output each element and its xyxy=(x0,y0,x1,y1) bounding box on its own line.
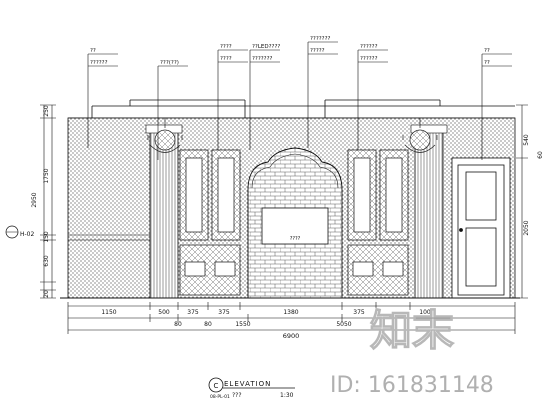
callout-text: ?? xyxy=(484,48,490,54)
view-ref: 08-PL-01 xyxy=(210,394,230,400)
dimension-label: 375 xyxy=(218,309,230,316)
dimension-label: 20 xyxy=(43,290,50,298)
right-panel-group xyxy=(347,149,409,296)
tv-label: ???? xyxy=(290,236,301,242)
left-column xyxy=(145,124,183,299)
view-subtitle: ??? xyxy=(232,392,242,399)
callout-text: ?????? xyxy=(360,44,378,50)
tv-screen xyxy=(261,207,329,245)
callout-text: ??????? xyxy=(252,56,273,62)
section-marker-left: H-02 xyxy=(5,225,34,239)
section-marker-label: H-02 xyxy=(20,231,34,238)
watermark: 知末 ID: 161831148 xyxy=(330,305,494,398)
dimensions-left-labels: 250 1750 2950 150 630 20 xyxy=(31,105,50,298)
dimension-label: 375 xyxy=(353,309,365,316)
dimension-label: 80 xyxy=(174,321,182,328)
dimension-label: 1550 xyxy=(235,321,250,328)
left-panel-group xyxy=(179,149,241,296)
dimension-label: 1150 xyxy=(101,309,116,316)
callout-text: ?????? xyxy=(90,60,108,66)
callout-text: ??????? xyxy=(310,36,331,42)
dimensions-right xyxy=(516,104,528,299)
dimension-label: 5050 xyxy=(336,321,351,328)
dimensions-right-labels: 540 60 2050 xyxy=(523,134,544,236)
dimension-total: 6900 xyxy=(283,332,300,340)
callout-text: ??LED???? xyxy=(252,44,280,50)
dimension-label: 540 xyxy=(523,134,530,146)
wainscot xyxy=(68,234,150,241)
dimension-label: 1750 xyxy=(43,168,50,183)
central-feature: ???? xyxy=(247,147,343,299)
dimension-label: 375 xyxy=(187,309,199,316)
dimension-label: 150 xyxy=(43,231,50,243)
dimension-label: 60 xyxy=(537,151,544,159)
view-label: ELEVATION xyxy=(224,380,271,388)
callout-text: ???? xyxy=(220,44,232,50)
section-marker: C xyxy=(214,382,219,390)
title-block: C ELEVATION 08-PL-01 ??? 1:30 xyxy=(208,377,295,400)
dimensions-bottom xyxy=(67,302,516,334)
callout-text: ?? xyxy=(90,48,96,54)
callout-text: ???? xyxy=(220,56,232,62)
watermark-id: ID: 161831148 xyxy=(330,373,494,398)
callout-text: ???(??) xyxy=(160,60,179,66)
dimensions-left xyxy=(40,104,56,299)
dimension-label: 100 xyxy=(419,309,431,316)
door xyxy=(451,157,511,299)
left-chandelier xyxy=(147,118,183,153)
dimension-label: 500 xyxy=(158,309,170,316)
ceiling xyxy=(68,99,515,119)
dimension-label: 2950 xyxy=(31,192,38,207)
callout-text: ????? xyxy=(310,48,325,54)
view-scale: 1:30 xyxy=(280,392,294,399)
dimension-label: 2050 xyxy=(523,220,530,235)
dimension-label: 80 xyxy=(204,321,212,328)
watermark-brand: 知末 xyxy=(370,306,454,355)
dimension-label: 1380 xyxy=(283,309,298,316)
callout-text: ?????? xyxy=(360,56,378,62)
right-chandelier xyxy=(402,118,438,153)
dimensions-bottom-labels: 1150 500 375 375 1380 375 100 80 80 1550 5050 6900 xyxy=(101,309,431,340)
dimension-label: 250 xyxy=(43,105,50,117)
dimension-label: 630 xyxy=(43,255,50,267)
right-column xyxy=(410,124,448,299)
callout-text: ?? xyxy=(484,60,490,66)
callouts-top: ???????? ???(??)???????? ??LED????????????… xyxy=(87,36,512,160)
